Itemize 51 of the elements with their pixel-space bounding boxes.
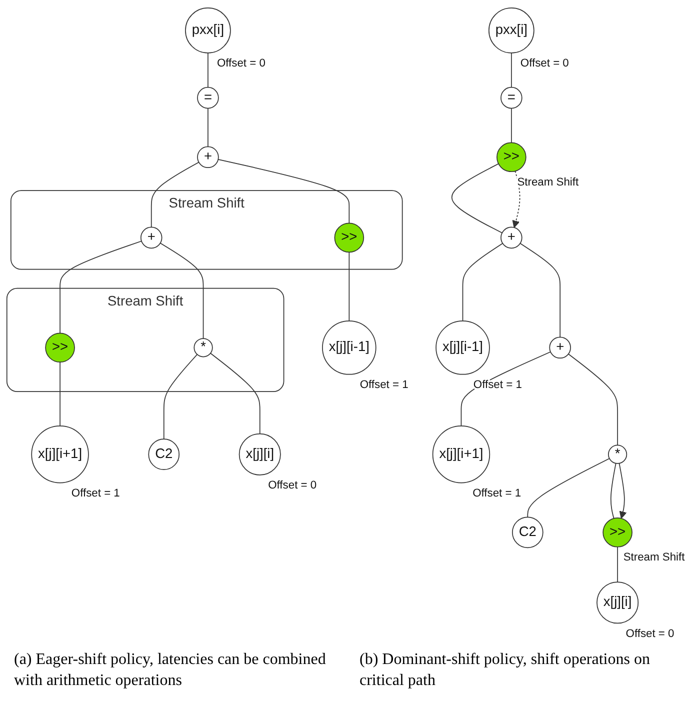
node-circle: >>	[334, 222, 364, 253]
connector	[510, 52, 512, 88]
node-circle: *	[194, 338, 213, 358]
connector	[163, 354, 198, 440]
connector	[210, 352, 260, 434]
node-annotation: Offset = 1	[360, 379, 408, 392]
node-circle: +	[197, 146, 219, 168]
node-annotation: Offset = 1	[71, 488, 120, 500]
connector	[527, 458, 610, 518]
node-circle: >>	[496, 142, 526, 172]
node-circle: C2	[148, 438, 180, 470]
node-circle: C2	[512, 516, 544, 548]
connector	[451, 163, 503, 234]
connector	[348, 252, 350, 322]
node-circle: *	[608, 444, 628, 464]
node-annotation: Offset = 0	[626, 628, 674, 640]
node-annotation: Offset = 0	[520, 58, 569, 70]
node-circle: x[j][i-1]	[436, 320, 490, 375]
connector	[520, 242, 561, 338]
figure-caption: (a) Eager-shift policy, latencies can be combined with arithmetic operations	[14, 650, 327, 692]
arrow	[512, 170, 520, 228]
node-annotation: Stream Shift	[517, 176, 579, 188]
node-annotation: Offset = 0	[268, 480, 317, 492]
connector	[218, 159, 350, 224]
connector	[462, 242, 504, 322]
node-circle: =	[197, 86, 219, 109]
node-circle: pxx[i]	[488, 8, 534, 54]
node-circle: x[j][i]	[238, 433, 281, 476]
connector	[617, 546, 618, 582]
node-circle: >>	[45, 332, 75, 363]
node-circle: x[j][i]	[596, 582, 639, 624]
node-annotation: Stream Shift	[623, 552, 685, 564]
connector	[160, 242, 204, 339]
node-annotation: Offset = 0	[216, 58, 266, 70]
node-circle: >>	[602, 517, 632, 548]
connector	[568, 354, 618, 446]
node-circle: pxx[i]	[185, 8, 231, 54]
node-circle: =	[500, 86, 522, 109]
node-circle: x[j][i+1]	[432, 425, 490, 484]
connector	[610, 462, 616, 519]
connector	[60, 240, 142, 334]
arrow	[618, 462, 627, 519]
connector	[150, 162, 200, 228]
node-annotation: Offset = 1	[472, 488, 522, 500]
figure-caption: (b) Dominant-shift policy, shift operations on critical path	[360, 650, 651, 692]
node-circle: +	[500, 226, 522, 249]
node-circle: x[j][i-1]	[322, 320, 376, 375]
node-circle: x[j][i+1]	[31, 425, 89, 484]
node-circle: +	[549, 336, 571, 359]
node-circle: +	[140, 226, 162, 249]
connector	[510, 108, 512, 144]
